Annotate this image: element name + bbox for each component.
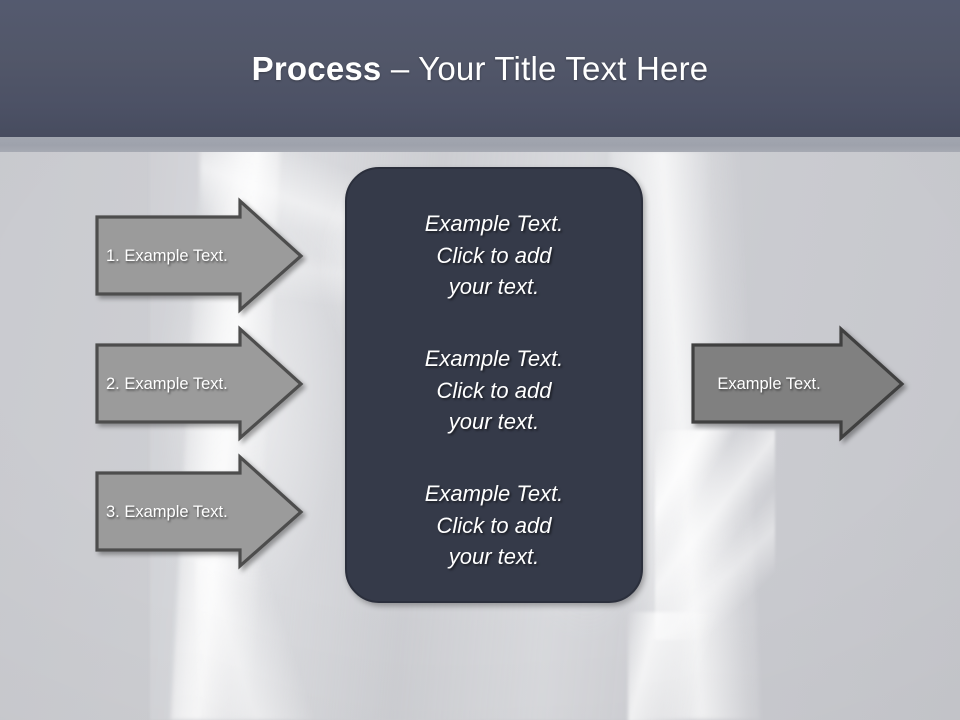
arrow-shape-1 (95, 197, 304, 314)
process-arrow-1[interactable]: 1. Example Text. (92, 196, 306, 314)
background-fabric-fold-lower-left (196, 560, 346, 720)
page-title: Process – Your Title Text Here (0, 0, 960, 137)
arrow-shape-3 (95, 453, 304, 570)
accent-band (0, 137, 960, 152)
process-arrow-3[interactable]: 3. Example Text. (92, 452, 306, 570)
page-title-bold: Process (251, 49, 382, 87)
title-band (0, 0, 960, 137)
outcome-arrow[interactable]: Example Text. (688, 324, 912, 442)
arrow-shape-2 (95, 325, 304, 442)
panel-text-block-2[interactable]: Example Text. Click to add your text. (424, 346, 564, 435)
page-title-regular: – Your Title Text Here (381, 49, 709, 87)
arrow-shape-outcome (691, 325, 905, 442)
panel-text-block-1[interactable]: Example Text. Click to add your text. (424, 211, 564, 300)
panel-text-block-3[interactable]: Example Text. Click to add your text. (424, 481, 564, 570)
background-fabric-fold-right (655, 430, 775, 640)
background-fabric-fold-bottom (628, 612, 718, 720)
center-text-panel[interactable]: Example Text. Click to add your text. Ex… (345, 167, 643, 603)
process-arrow-2[interactable]: 2. Example Text. (92, 324, 306, 442)
